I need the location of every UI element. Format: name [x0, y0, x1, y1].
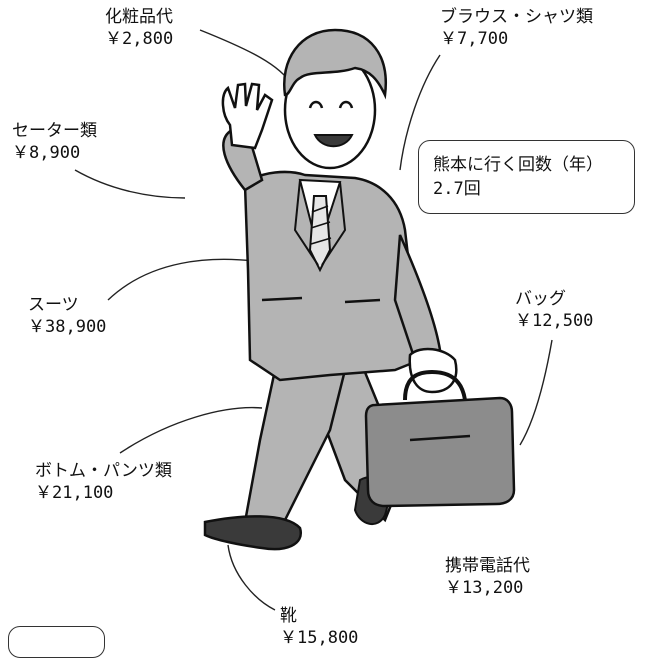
item-suits: スーツ ￥38,900: [28, 294, 106, 338]
tie-stripes: [310, 205, 332, 245]
item-price: ￥21,100: [35, 483, 114, 503]
item-bags: バッグ ￥12,500: [515, 288, 593, 332]
item-price: ￥12,500: [515, 311, 594, 331]
item-name: ボトム・パンツ類: [35, 461, 172, 481]
lapels: [293, 179, 347, 266]
eyes: [308, 100, 354, 109]
item-price: ￥8,900: [12, 143, 81, 163]
item-price: ￥38,900: [28, 317, 107, 337]
open-mouth: [313, 134, 354, 148]
waving-hand: [221, 82, 274, 150]
briefcase: [364, 396, 516, 508]
front-leg: [243, 368, 347, 524]
item-name: ブラウス・シャツ類: [440, 7, 593, 27]
item-bottoms-pants: ボトム・パンツ類 ￥21,100: [35, 460, 172, 504]
suit-jacket: [243, 170, 422, 382]
item-name: 化粧品代: [105, 7, 173, 27]
bag-seam: [409, 434, 471, 442]
visits-title: 熊本に行く回数（年）: [433, 155, 603, 175]
item-price: ￥2,800: [105, 29, 174, 49]
item-name: セーター類: [12, 121, 97, 141]
hair: [283, 28, 388, 100]
item-name: 靴: [280, 606, 297, 626]
item-blouse-shirts: ブラウス・シャツ類 ￥7,700: [440, 6, 593, 50]
item-price: ￥7,700: [440, 29, 509, 49]
visits-callout-box: 熊本に行く回数（年） 2.7回: [418, 140, 635, 214]
item-name: バッグ: [515, 289, 566, 309]
item-price: ￥15,800: [280, 628, 359, 648]
item-sweaters: セーター類 ￥8,900: [12, 120, 97, 164]
item-name: スーツ: [28, 295, 79, 315]
jacket-pockets: [261, 296, 381, 304]
item-shoes: 靴 ￥15,800: [280, 605, 358, 649]
item-name: 携帯電話代: [445, 556, 530, 576]
cropped-callout-box: [8, 626, 105, 658]
front-shoe: [203, 515, 302, 551]
item-cosmetics: 化粧品代 ￥2,800: [105, 6, 173, 50]
leader-lines: [74, 29, 553, 611]
item-mobile-phone: 携帯電話代 ￥13,200: [445, 555, 530, 599]
visits-value: 2.7回: [433, 179, 481, 199]
bag-handle: [403, 369, 467, 401]
item-price: ￥13,200: [445, 578, 524, 598]
